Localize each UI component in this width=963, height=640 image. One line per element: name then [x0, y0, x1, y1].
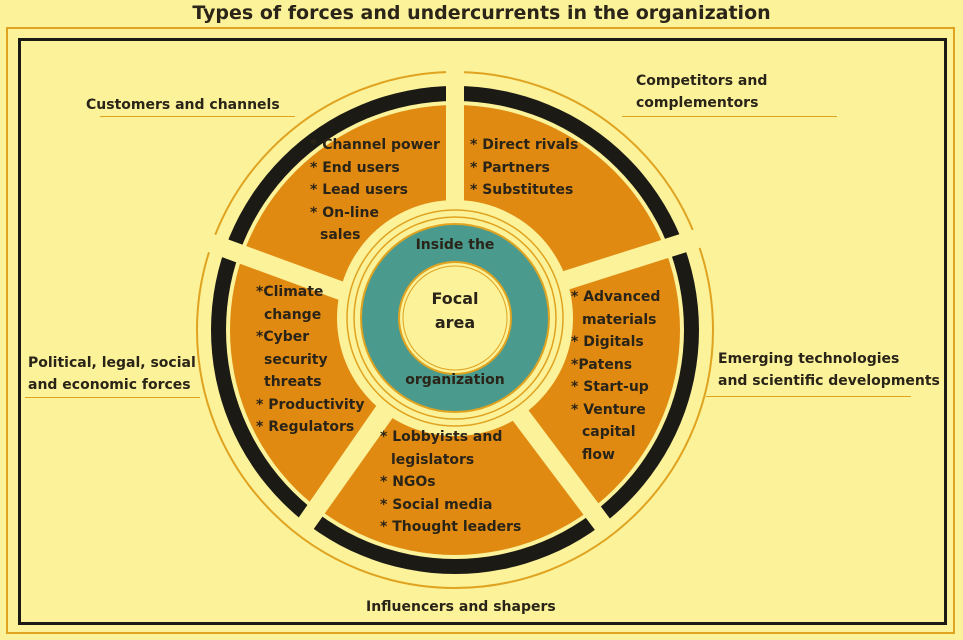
segment-political: *Climate change *Cyber security threats …	[256, 284, 365, 435]
focal-circle	[398, 261, 512, 375]
focal-circle-inner-line	[402, 265, 508, 371]
separator-right	[548, 227, 712, 293]
segment-competitors: * Direct rivals * Partners * Substitutes	[470, 137, 579, 198]
label-competitors: Competitors and complementors	[636, 73, 768, 111]
ring-label-top: Inside the	[415, 237, 495, 253]
label-influencers: Influencers and shapers	[366, 599, 556, 615]
label-emerging: Emerging technologies and scientific dev…	[718, 351, 940, 389]
outer-frame	[6, 27, 955, 634]
separator-bottom-left	[297, 399, 399, 530]
diagram-title: Types of forces and undercurrents in the…	[192, 2, 771, 24]
separators	[189, 46, 712, 538]
underline-competitors	[622, 116, 837, 117]
label-political: Political, legal, social and economic fo…	[28, 355, 196, 393]
ring-label-bottom: organization	[405, 372, 505, 388]
segment-emerging: * Advanced materials * Digitals *Patens …	[571, 289, 661, 463]
label-customers: Customers and channels	[86, 97, 280, 113]
center-ring-line-1	[346, 209, 564, 427]
separator-top	[446, 46, 464, 211]
separator-left	[189, 228, 347, 300]
underline-emerging	[706, 396, 911, 397]
focal-label: Focal area	[431, 289, 479, 332]
center-ring-line-2	[353, 216, 557, 420]
underline-political	[25, 397, 200, 398]
separator-bottom-right	[504, 399, 617, 538]
underline-customers	[100, 116, 295, 117]
segment-customers: * Channel power * End users * Lead users…	[310, 137, 440, 243]
inner-frame	[18, 38, 947, 625]
segment-influencers: * Lobbyists and legislators * NGOs * Soc…	[380, 429, 522, 535]
